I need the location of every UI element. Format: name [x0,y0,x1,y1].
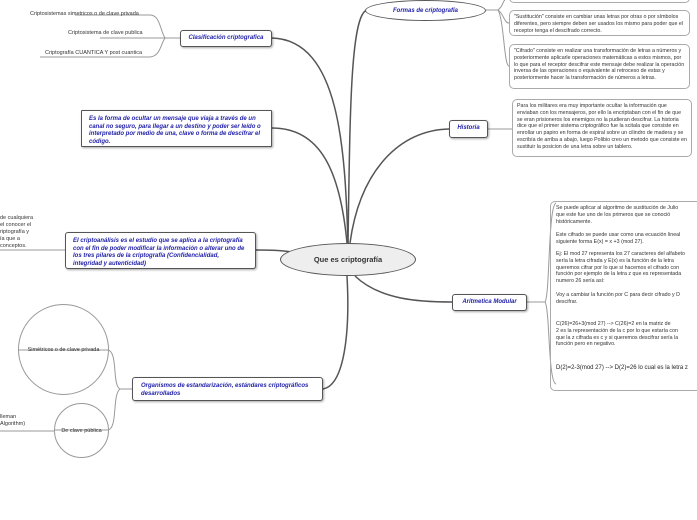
clasificacion-child-3[interactable]: Criptografía CUANTICA Y post cuantica [45,50,143,56]
criptoanalisis-child-partial: de cualquiera el conocer el riptografía … [0,215,34,249]
node-organismos[interactable]: Organismos de estandarización, estándare… [132,377,323,401]
aritmetica-text-4: D(2)=2-3(mod 27) --> D(2)=26 lo cual es … [556,365,688,371]
organismos-partial-text: lleman Algorithm) [0,414,26,427]
aritmetica-text-3: C(26)=26+3(mod 27) --> C(26)=2 en la mat… [556,321,679,348]
node-criptoanalisis[interactable]: El criptoanálisis es el estudio que se a… [65,232,256,269]
organismos-child-simetricos[interactable]: Simétricos o de clave privada [18,304,109,395]
node-definicion[interactable]: Es la forma de ocultar un mensaje que vi… [81,110,272,147]
central-topic[interactable]: Que es criptografía [280,243,416,276]
clasificacion-child-2[interactable]: Criptosistema de clave publica [68,30,143,36]
formas-label: Formas de criptografía [392,7,458,14]
aritmetica-text-2: Ej: El mod 27 representa los 27 caracter… [556,251,685,305]
formas-child-cifrado[interactable]: "Cifrado" consiste en realizar una trans… [509,44,690,89]
organismos-child-publica[interactable]: De clave pública [54,403,109,458]
clasificacion-child-1[interactable]: Criptosistemas simetricos o de clave pri… [30,11,139,17]
node-aritmetica[interactable]: Aritmetica Modular [452,294,527,311]
node-historia[interactable]: Historia [449,120,488,138]
aritmetica-text-1: Se puede aplicar al algoritmo de sustitu… [556,205,681,245]
aritmetica-text-group[interactable]: Se puede aplicar al algoritmo de sustitu… [550,201,697,391]
node-clasificacion[interactable]: Clasificación criptografica [180,30,272,47]
formas-child-partial [509,0,690,3]
historia-text[interactable]: Para los militares era muy importante oc… [512,99,692,157]
formas-child-sustitucion[interactable]: "Sustitución" consiste en cambiar unas l… [509,10,690,36]
node-formas[interactable]: Formas de criptografía [365,0,486,21]
central-topic-label: Que es criptografía [313,255,383,264]
